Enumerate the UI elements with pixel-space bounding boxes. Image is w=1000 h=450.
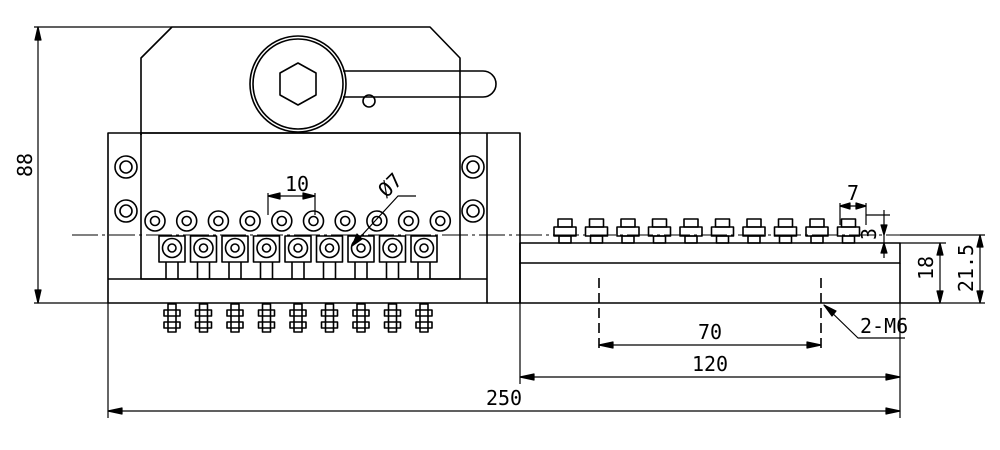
- rail-roller: [553, 218, 577, 244]
- corner-fastener: [114, 155, 485, 223]
- bottom-stud: [226, 303, 244, 333]
- upper-roller: [270, 210, 293, 232]
- label-7: 7: [847, 181, 859, 205]
- hex-cap-knob: [249, 35, 347, 133]
- lever-handle: [343, 70, 497, 98]
- bottom-stud: [383, 303, 402, 333]
- lower-roller: [315, 235, 344, 279]
- rail-roller: [836, 218, 861, 244]
- upper-roller: [207, 210, 230, 232]
- lower-roller: [189, 235, 218, 279]
- leader-2-m6: [823, 304, 905, 339]
- rail-roller: [584, 218, 609, 244]
- label-2-m6: 2-M6: [860, 314, 908, 338]
- upper-roller: [302, 210, 325, 232]
- upper-roller: [334, 210, 357, 232]
- bottom-stud: [289, 303, 307, 333]
- label-dia-7: Ø7: [373, 168, 407, 202]
- lower-roller: [410, 235, 438, 279]
- label-120: 120: [692, 352, 728, 376]
- rail-roller: [742, 218, 766, 244]
- bottom-stud: [320, 303, 339, 333]
- bottom-stud: [257, 303, 276, 333]
- lower-roller: [221, 235, 249, 279]
- straight-rail: [519, 242, 901, 264]
- rail-roller: [710, 218, 735, 244]
- top-bracket: [140, 26, 461, 135]
- bottom-stud: [352, 303, 370, 333]
- lower-roller: [252, 235, 281, 279]
- label-250: 250: [486, 386, 522, 410]
- leader-dia-7: [351, 195, 416, 247]
- label-18: 18: [914, 256, 938, 280]
- rail-roller: [679, 218, 703, 244]
- lever-pin-hole: [362, 94, 376, 108]
- upper-roller: [144, 210, 166, 232]
- upper-roller: [175, 210, 198, 232]
- lower-roller: [284, 235, 312, 279]
- bottom-stud: [163, 303, 181, 333]
- rail-roller: [773, 218, 798, 244]
- lower-roller: [158, 235, 186, 279]
- bottom-stud-row: [163, 303, 433, 333]
- lower-roller: [378, 235, 407, 279]
- label-88: 88: [13, 153, 37, 177]
- upper-roller-row: [144, 210, 452, 232]
- upper-roller: [239, 210, 261, 232]
- bottom-stud: [194, 303, 213, 333]
- lower-roller: [347, 235, 375, 279]
- label-3: 3: [857, 228, 881, 240]
- rail-roller: [647, 218, 672, 244]
- rail-roller: [805, 218, 829, 244]
- lower-roller-row: [158, 235, 438, 279]
- rail-support: [487, 132, 521, 304]
- rail-roller-row: [553, 218, 861, 244]
- label-10: 10: [285, 172, 309, 196]
- upper-roller: [429, 210, 452, 232]
- label-21-5: 21.5: [954, 244, 978, 292]
- upper-roller: [366, 210, 388, 232]
- rail-roller: [616, 218, 640, 244]
- label-70: 70: [698, 320, 722, 344]
- upper-roller: [397, 210, 420, 232]
- bottom-stud: [415, 303, 433, 333]
